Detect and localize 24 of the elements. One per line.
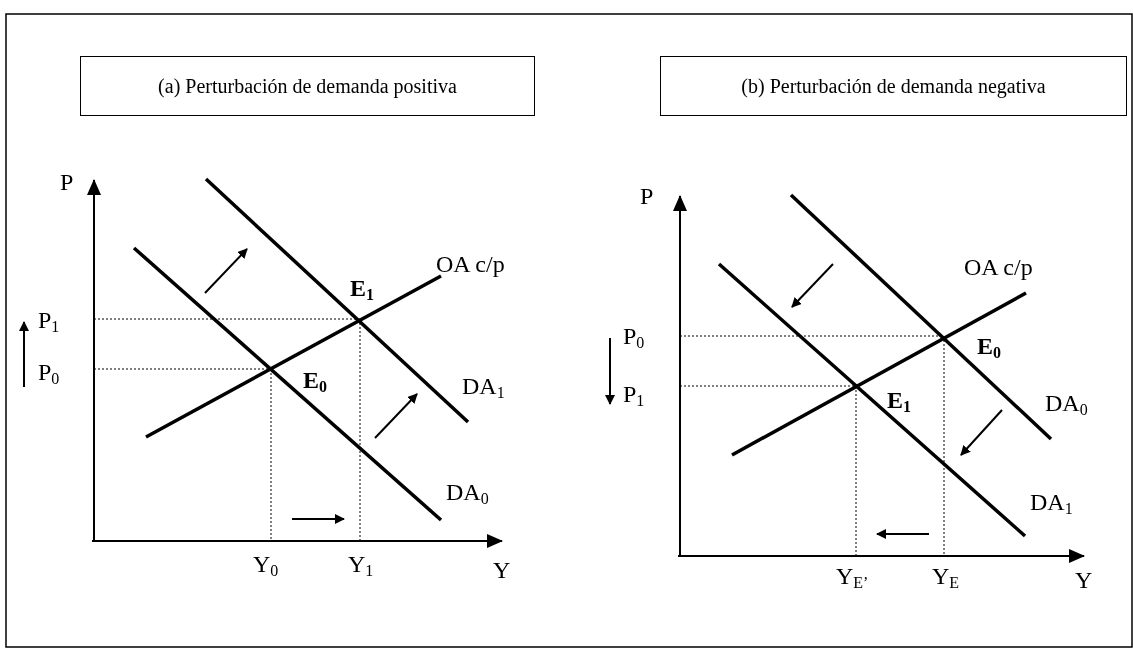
curve-label: DA$_{1}$ (1030, 488, 1073, 519)
axis-label: P (60, 168, 74, 196)
tick-label: Y$_{E’}$ (836, 562, 869, 593)
point-label: E$_{0}$ (303, 366, 327, 397)
tick-label: P$_{1}$ (38, 306, 60, 337)
curve-label: DA$_{1}$ (462, 372, 505, 403)
axis-label: P (640, 182, 654, 210)
tick-label: Y$_{E}$ (932, 562, 960, 593)
point-label: E$_{0}$ (977, 332, 1001, 363)
point-label: E$_{1}$ (350, 274, 374, 305)
tick-label: Y$_{1}$ (348, 550, 374, 581)
tick-label: P$_{1}$ (623, 380, 645, 411)
point-label: E$_{1}$ (887, 386, 911, 417)
curve-label: DA$_{0}$ (1045, 389, 1088, 420)
axis-label: Y (1075, 566, 1093, 594)
tick-label: Y$_{0}$ (253, 550, 279, 581)
axis-label: Y (493, 556, 511, 584)
tick-label: P$_{0}$ (38, 358, 60, 389)
title-box: (a) Perturbación de demanda positiva (80, 56, 535, 116)
title-box: (b) Perturbación de demanda negativa (660, 56, 1127, 116)
tick-label: P$_{0}$ (623, 322, 645, 353)
curve-label: OA c/p (436, 250, 505, 278)
curve-label: DA$_{0}$ (446, 478, 489, 509)
curve-label: OA c/p (964, 253, 1033, 281)
